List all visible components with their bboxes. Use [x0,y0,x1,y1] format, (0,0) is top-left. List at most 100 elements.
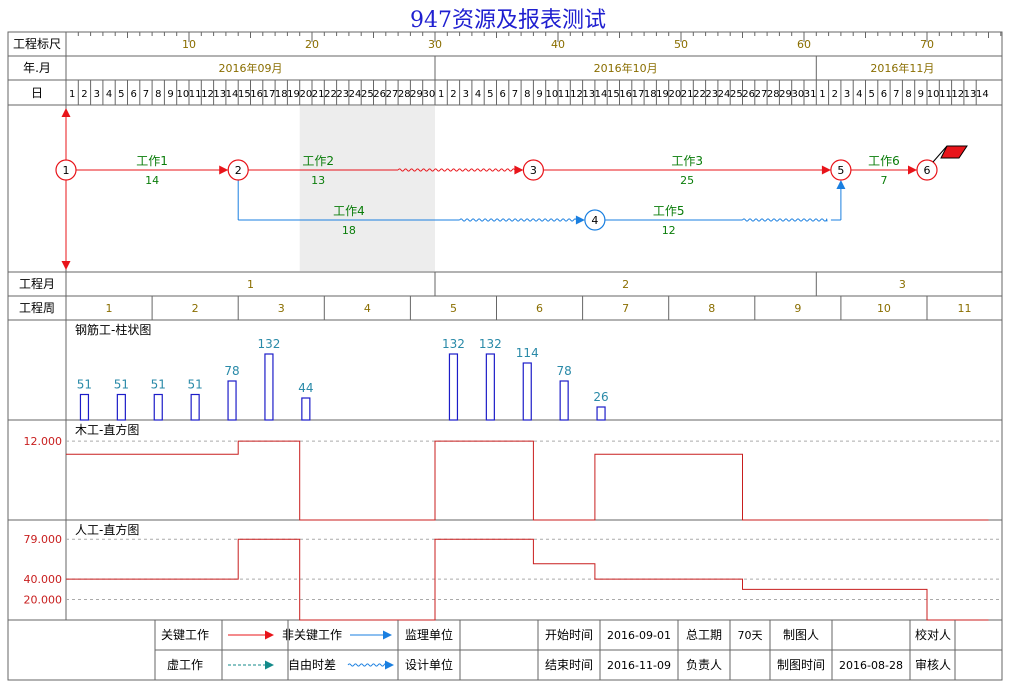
activity-name: 工作6 [868,154,900,168]
node-circle [55,159,77,181]
wood-histogram-tick-label: 12.000 [24,435,63,448]
day-label: 28 [398,89,411,100]
activity-duration: 7 [880,174,887,187]
activity-name: 工作2 [302,154,334,168]
node-circle [584,209,606,231]
start-time-value: 2016-09-01 [607,629,671,642]
scale-row-label: 工程标尺 [13,36,61,51]
start-axis-arrow-down [61,261,71,270]
day-row-label: 日 [31,86,43,100]
reviewer-label: 审核人 [915,657,951,672]
bar [485,353,495,421]
draw-time-label: 制图时间 [777,658,825,672]
legend-dummy-arrow [265,660,274,670]
chart-frame [7,31,1003,681]
day-label: 27 [755,89,768,100]
node-label: 5 [837,164,844,177]
day-label: 17 [632,89,645,100]
scale-tick-label: 50 [674,38,688,51]
day-label: 1 [69,89,75,100]
day-label: 11 [558,89,571,100]
day-label: 25 [361,89,374,100]
shaded-period [299,106,435,271]
day-label: 30 [791,89,804,100]
day-label: 4 [856,89,862,100]
project-week-row-label: 工程周 [19,300,55,315]
project-week-label: 7 [622,302,629,315]
day-label: 5 [118,89,124,100]
bar [522,362,532,421]
bar [79,393,90,421]
duration-value: 70天 [738,629,763,642]
month-label: 2016年11月 [870,61,934,75]
bar [559,380,569,421]
day-label: 22 [324,89,337,100]
legend-freefloat-arrow [385,660,394,670]
start-time-label: 开始时间 [545,628,593,642]
node-label: 4 [591,214,598,227]
day-label: 18 [275,89,288,100]
activity-arrow [836,180,846,189]
supervision-unit-label: 监理单位 [405,627,453,642]
drafter-label: 制图人 [783,628,819,642]
day-label: 10 [176,89,189,100]
day-label: 19 [656,89,669,100]
day-label: 6 [130,89,136,100]
day-label: 23 [336,89,349,100]
end-flag [940,145,968,159]
project-week-label: 3 [278,302,285,315]
day-label: 25 [730,89,743,100]
free-float-wave [459,218,582,222]
legend-freefloat-label: 自由时差 [288,658,336,672]
day-label: 4 [106,89,112,100]
activity-name: 工作1 [136,154,168,168]
node-circle [830,159,852,181]
day-label: 7 [893,89,899,100]
day-label: 19 [287,89,300,100]
bar-value-label: 132 [479,337,502,351]
project-month-label: 3 [899,278,906,291]
wood-histogram-step-line [66,440,989,521]
scale-tick-label: 20 [305,38,319,51]
node-label: 2 [235,164,242,177]
day-label: 9 [536,89,542,100]
duration-label: 总工期 [686,628,722,642]
bar-value-label: 51 [188,378,203,392]
labor-histogram-step-line [66,538,989,621]
project-month-row-label: 工程月 [19,276,55,291]
legend-freefloat-wave [347,663,387,667]
labor-histogram-tick-label: 40.000 [24,573,63,586]
bar [301,397,311,421]
day-label: 8 [524,89,530,100]
day-label: 12 [201,89,214,100]
day-label: 2 [450,89,456,100]
start-axis-arrow-up [61,108,71,117]
month-label: 2016年09月 [219,61,283,75]
day-label: 3 [463,89,469,100]
bar-value-label: 44 [298,381,313,395]
legend-noncritical-arrow [383,630,392,640]
project-week-label: 11 [958,302,972,315]
bar-chart-title: 钢筋工-柱状图 [75,322,151,337]
free-float-wave [397,168,520,172]
day-label: 2 [81,89,87,100]
legend-critical-label: 关键工作 [161,628,209,642]
activity-name: 工作4 [333,204,365,218]
node-circle [522,159,545,181]
wood-histogram-title: 木工-直方图 [75,422,139,437]
legend-dummy-label: 虚工作 [167,658,203,672]
bar-value-label: 78 [224,364,239,378]
day-label: 20 [668,89,681,100]
scale-tick-label: 60 [797,38,811,51]
activity-name: 工作3 [671,154,703,168]
day-label: 10 [927,89,940,100]
project-month-label: 1 [247,278,254,291]
day-label: 31 [804,89,817,100]
day-label: 14 [226,89,239,100]
bar-value-label: 51 [151,378,166,392]
bar-value-label: 132 [442,337,465,351]
day-label: 2 [832,89,838,100]
activity-arrow [514,165,524,175]
project-week-label: 9 [794,302,801,315]
